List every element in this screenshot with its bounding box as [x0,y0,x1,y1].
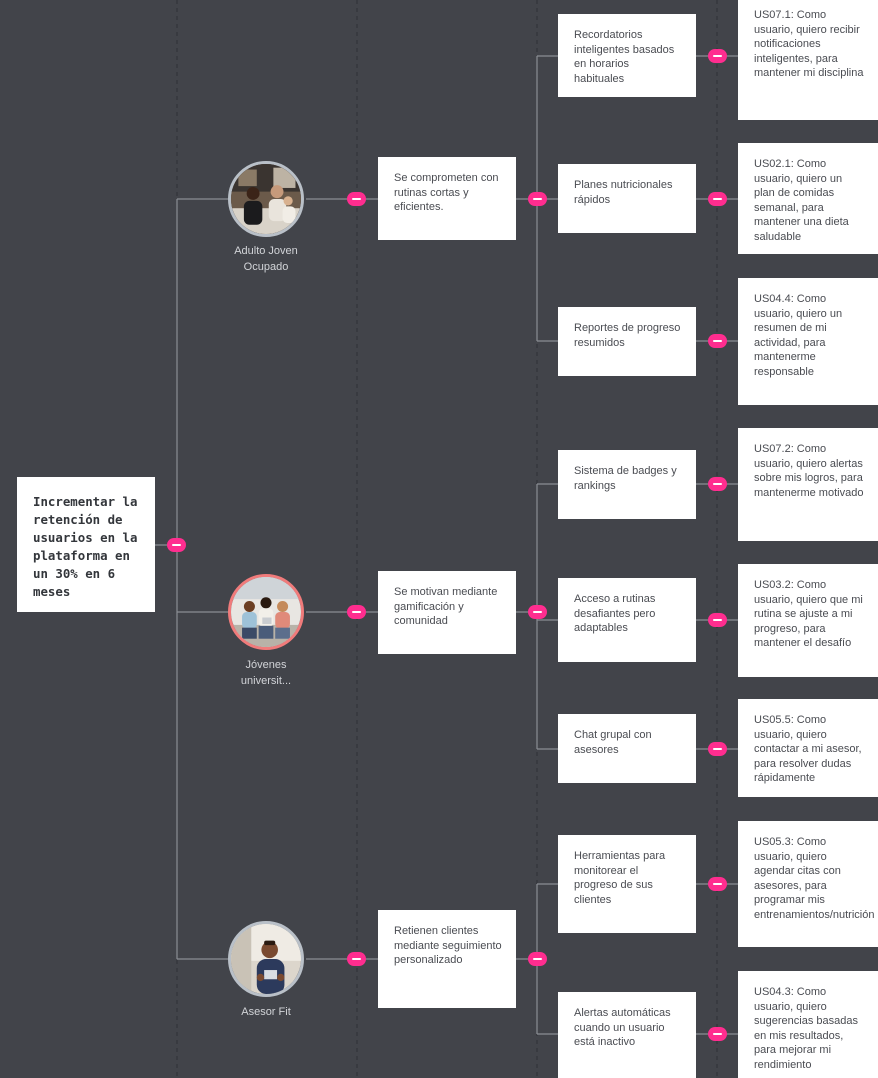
user-story-card[interactable]: US07.2: Como usuario, quiero alertas sob… [738,428,878,541]
user-story-card[interactable]: US07.1: Como usuario, quiero recibir not… [738,0,878,120]
user-story-card[interactable]: US04.4: Como usuario, quiero un resumen … [738,278,878,405]
persona-name-line-2: universit... [240,675,292,687]
feature-collapse-toggle[interactable] [708,334,727,348]
user-story-card[interactable]: US04.3: Como usuario, quiero sugerencias… [738,971,878,1078]
feature-card[interactable]: Reportes de progreso resumidos [558,307,696,376]
user-story-card[interactable]: US03.2: Como usuario, quiero que mi ruti… [738,564,878,677]
feature-collapse-toggle[interactable] [708,877,727,891]
feature-collapse-toggle[interactable] [708,477,727,491]
feature-collapse-toggle[interactable] [708,192,727,206]
behavior-card[interactable]: Se motivan mediante gamificación y comun… [378,571,516,654]
behavior-card[interactable]: Se comprometen con rutinas cortas y efic… [378,157,516,240]
goal-collapse-toggle[interactable] [167,538,186,552]
feature-card[interactable]: Herramientas para monitorear el progreso… [558,835,696,933]
persona-name-line-1: Jóvenes [245,659,287,671]
behavior-1-collapse-toggle[interactable] [528,192,547,206]
persona-3-collapse-toggle[interactable] [347,952,366,966]
behavior-card[interactable]: Retienen clientes mediante seguimiento p… [378,910,516,1008]
persona-name-label: Adulto Joven Ocupado [211,243,321,275]
feature-card[interactable]: Chat grupal con asesores [558,714,696,783]
students-group-photo-icon [231,577,301,647]
persona-2-collapse-toggle[interactable] [347,605,366,619]
user-story-card[interactable]: US05.5: Como usuario, quiero contactar a… [738,699,878,797]
persona-name-line-1: Adulto Joven [234,245,298,257]
user-story-card[interactable]: US02.1: Como usuario, quiero un plan de … [738,143,878,254]
persona-name-line-2: Ocupado [243,261,289,273]
user-story-card[interactable]: US05.3: Como usuario, quiero agendar cit… [738,821,878,947]
persona-avatar-adulto-joven[interactable] [228,161,304,237]
behavior-3-collapse-toggle[interactable] [528,952,547,966]
feature-collapse-toggle[interactable] [708,1027,727,1041]
trainer-photo-icon [231,924,301,994]
feature-collapse-toggle[interactable] [708,613,727,627]
feature-collapse-toggle[interactable] [708,49,727,63]
feature-card[interactable]: Sistema de badges y rankings [558,450,696,519]
persona-avatar-asesor-fit[interactable] [228,921,304,997]
persona-name-label: Asesor Fit [241,1006,291,1018]
group-office-photo-icon [231,164,301,234]
behavior-2-collapse-toggle[interactable] [528,605,547,619]
persona-avatar-jovenes-universitarios[interactable] [228,574,304,650]
persona-1-collapse-toggle[interactable] [347,192,366,206]
feature-card[interactable]: Acceso a rutinas desafiantes pero adapta… [558,578,696,662]
persona-name-label: Jóvenes universit... [211,657,321,689]
feature-collapse-toggle[interactable] [708,742,727,756]
goal-card[interactable]: Incrementar la retención de usuarios en … [17,477,155,612]
feature-card[interactable]: Planes nutricionales rápidos [558,164,696,233]
feature-card[interactable]: Recordatorios inteligentes basados en ho… [558,14,696,97]
feature-card[interactable]: Alertas automáticas cuando un usuario es… [558,992,696,1078]
